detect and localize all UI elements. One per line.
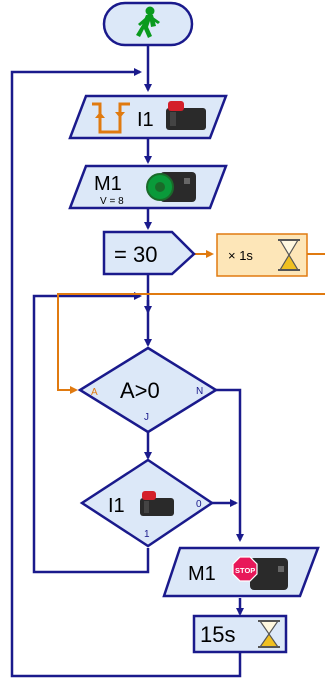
delay-label: 15s bbox=[200, 622, 235, 647]
motor-speed-label: V = 8 bbox=[100, 196, 124, 207]
input-check-label: I1 bbox=[108, 495, 125, 517]
counter-lines bbox=[57, 250, 325, 394]
motor-on-block[interactable]: M1 V = 8 bbox=[68, 164, 228, 210]
pushbutton-switch-icon bbox=[166, 101, 206, 130]
compare-block[interactable]: A>0 A N J bbox=[77, 346, 219, 434]
pushbutton-switch-icon bbox=[140, 491, 174, 516]
timer-tick-label: × 1s bbox=[228, 248, 253, 263]
compare-port-j: J bbox=[144, 412, 149, 423]
hourglass-icon bbox=[278, 239, 300, 271]
connector-compare-n bbox=[215, 388, 244, 542]
rising-falling-edge-icon bbox=[92, 102, 130, 134]
hourglass-icon bbox=[258, 620, 280, 648]
compare-label: A>0 bbox=[120, 378, 160, 403]
delay-block[interactable]: 15s bbox=[192, 614, 288, 654]
input-check-out-1: 1 bbox=[144, 529, 150, 540]
counter-set-block[interactable]: = 30 bbox=[102, 230, 196, 276]
walking-man-green-icon bbox=[136, 6, 160, 38]
counter-set-label: = 30 bbox=[114, 242, 157, 267]
input-wait-label: I1 bbox=[137, 109, 154, 131]
motor-green-icon bbox=[146, 172, 196, 202]
compare-port-n: N bbox=[196, 386, 203, 397]
motor-on-label: M1 bbox=[94, 173, 122, 195]
input-check-out-0: 0 bbox=[196, 499, 202, 510]
flow-lines bbox=[10, 46, 244, 678]
connector-outer-loop bbox=[10, 68, 242, 678]
input-check-block[interactable]: I1 0 1 bbox=[79, 458, 215, 548]
connector-counter-into-compare bbox=[57, 293, 325, 394]
start-block[interactable] bbox=[102, 1, 194, 47]
motor-stop-label: M1 bbox=[188, 563, 216, 585]
stop-sign-text: STOP bbox=[235, 566, 255, 575]
motor-stop-icon: STOP bbox=[232, 556, 288, 590]
motor-stop-block[interactable]: M1 STOP bbox=[162, 546, 320, 598]
compare-port-a: A bbox=[91, 387, 98, 398]
input-wait-block[interactable]: I1 bbox=[68, 94, 228, 140]
connector-inner-loop bbox=[32, 292, 150, 574]
timer-tick-block[interactable]: × 1s bbox=[216, 233, 308, 277]
